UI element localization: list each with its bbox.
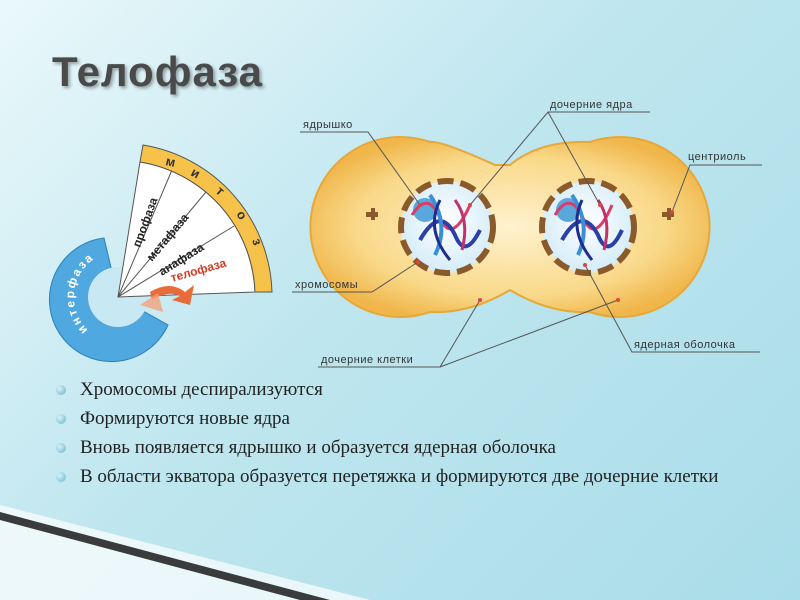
daughter-cells-illustration <box>309 136 711 318</box>
bullet-icon <box>56 472 66 482</box>
mitosis-letter: з <box>249 236 265 247</box>
bullet-item: Вновь появляется ядрышко и образуется яд… <box>56 436 756 459</box>
label-chromosomes: хромосомы <box>295 279 358 291</box>
mitosis-letter: м <box>164 153 177 170</box>
centriole-right <box>662 208 674 220</box>
label-nucleolus: ядрышко <box>303 119 353 131</box>
phase-arrow <box>150 285 194 305</box>
nucleus-right <box>539 178 637 276</box>
bullet-icon <box>56 414 66 424</box>
mitosis-band <box>139 144 273 293</box>
centriole-left <box>366 208 378 220</box>
bullet-icon <box>56 443 66 453</box>
bullet-item: Хромосомы деспирализуются <box>56 378 756 401</box>
bullet-item: В области экватора образуется перетяжка … <box>56 465 756 488</box>
page-title: Телофаза <box>52 48 264 95</box>
bullet-item: Формируются новые ядра <box>56 407 756 430</box>
mitosis-wheel: м и т о з профаза метафаза анафаза телоф… <box>48 144 273 363</box>
bullet-list: Хромосомы деспирализуются Формируются но… <box>56 378 756 494</box>
leader-dots <box>416 203 674 302</box>
label-nuclear-envelope: ядерная оболочка <box>634 339 736 351</box>
leader-lines <box>292 111 762 368</box>
bullet-icon <box>56 385 66 395</box>
cell-membrane <box>309 136 711 318</box>
label-daughter-cells: дочерние клетки <box>321 354 413 366</box>
label-centriole: центриоль <box>688 151 746 163</box>
label-daughter-nuclei: дочерние ядра <box>550 99 633 111</box>
